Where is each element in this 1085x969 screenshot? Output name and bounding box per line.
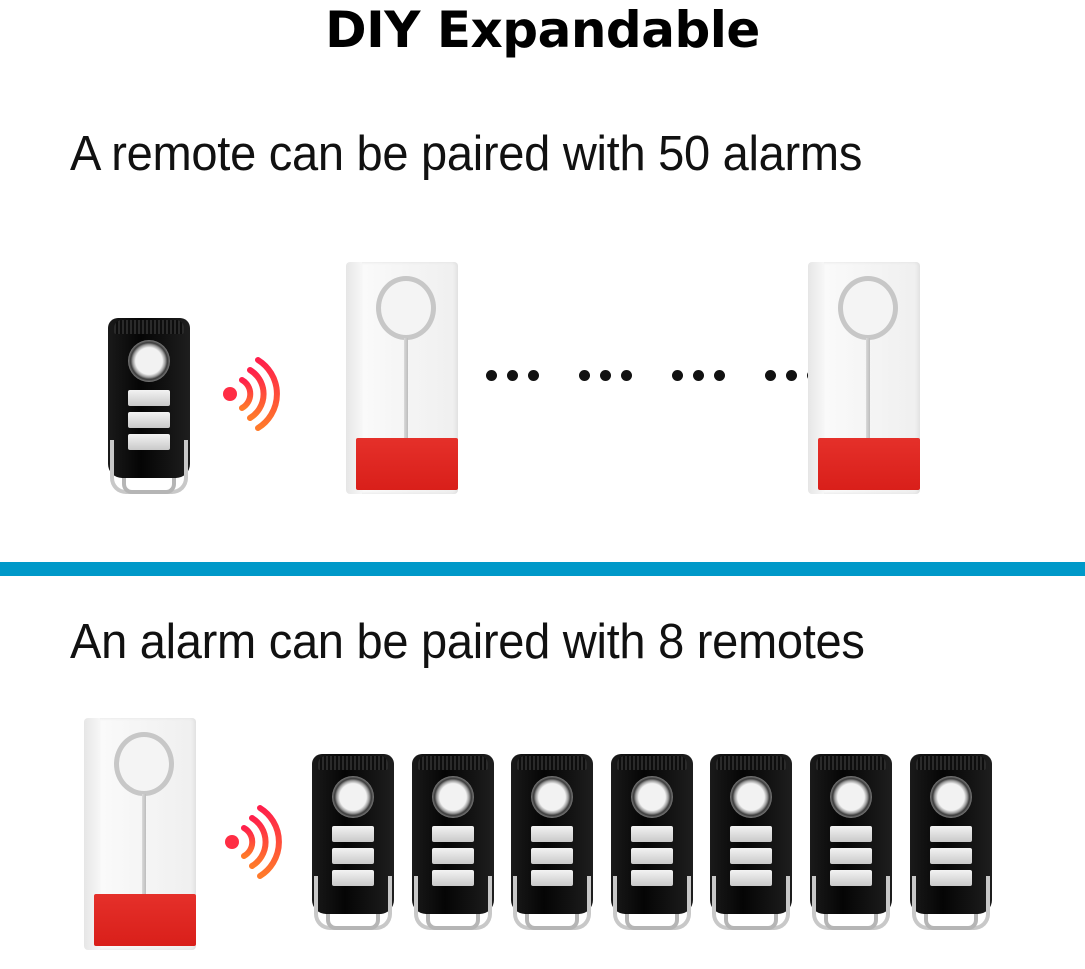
ellipsis bbox=[486, 370, 818, 381]
vibration-alarm-icon bbox=[84, 718, 196, 950]
key-fob-remote-icon bbox=[312, 754, 394, 932]
caption-alarm-to-remotes: An alarm can be paired with 8 remotes bbox=[70, 615, 865, 669]
key-fob-remote-icon bbox=[611, 754, 693, 932]
key-fob-remote-icon bbox=[412, 754, 494, 932]
key-fob-remote-icon bbox=[710, 754, 792, 932]
key-fob-remote-icon bbox=[511, 754, 593, 932]
section-divider bbox=[0, 562, 1085, 576]
wireless-signal-icon bbox=[225, 805, 282, 879]
key-fob-remote-icon bbox=[810, 754, 892, 932]
key-fob-remote-icon bbox=[108, 318, 190, 496]
wireless-signal-icon bbox=[223, 357, 280, 431]
key-fob-remote-icon bbox=[910, 754, 992, 932]
vibration-alarm-icon bbox=[346, 262, 458, 494]
caption-remote-to-alarms: A remote can be paired with 50 alarms bbox=[70, 127, 863, 181]
page-title: DIY Expandable bbox=[325, 1, 760, 59]
vibration-alarm-icon bbox=[808, 262, 920, 494]
